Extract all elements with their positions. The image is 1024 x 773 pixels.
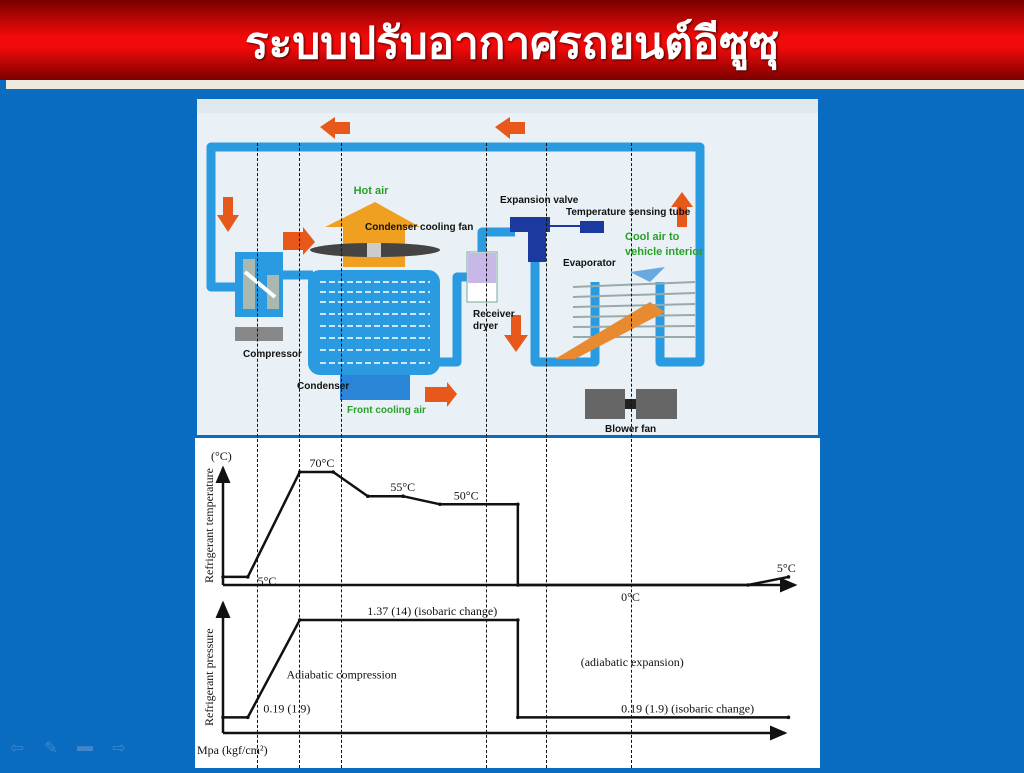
sensing-tube-label: Temperature sensing tube bbox=[566, 207, 691, 218]
blower-fan-icon bbox=[585, 389, 677, 419]
compressor-label: Compressor bbox=[243, 349, 302, 360]
data-point bbox=[246, 575, 250, 579]
stage-divider bbox=[630, 143, 632, 768]
expansion-valve-label: Expansion valve bbox=[500, 195, 579, 206]
data-label: 5°C bbox=[258, 574, 277, 588]
pressure-ylabel: Refrigerant pressure bbox=[202, 628, 216, 726]
cool-air-label-1: Cool air to bbox=[625, 231, 680, 243]
refrigerant-state-charts: Refrigerant temperature (°C) Refrigerant… bbox=[195, 438, 820, 768]
stage-divider bbox=[486, 143, 488, 768]
slide-navigation: ⇦ ✎ ▬ ⇨ bbox=[8, 738, 128, 758]
data-point bbox=[331, 470, 336, 474]
data-label: 0.19 (1.9) (isobaric change) bbox=[621, 701, 754, 715]
stage-divider bbox=[546, 143, 548, 768]
pressure-yunit: Mpa (kgf/cm²) bbox=[197, 743, 268, 757]
temperature-axes: Refrigerant temperature (°C) bbox=[202, 449, 798, 593]
data-label: 0°C bbox=[621, 590, 640, 604]
next-arrow-icon[interactable]: ⇨ bbox=[112, 740, 126, 757]
evaporator-label: Evaporator bbox=[563, 258, 616, 269]
data-point bbox=[516, 502, 520, 507]
data-point bbox=[516, 618, 520, 622]
header-divider bbox=[4, 80, 1024, 89]
condenser-label: Condenser bbox=[297, 381, 349, 392]
blower-fan-label: Blower fan bbox=[605, 424, 656, 435]
stage-divider bbox=[299, 143, 301, 768]
data-label: 70°C bbox=[310, 456, 335, 470]
stage-divider bbox=[257, 143, 259, 768]
cool-air-label-2: vehicle interior bbox=[625, 246, 704, 258]
data-point bbox=[746, 583, 750, 587]
title-bar: ระบบปรับอากาศรถยนต์อีซูซุ bbox=[0, 0, 1024, 80]
data-label: 1.37 (14) (isobaric change) bbox=[367, 604, 497, 618]
temp-ylabel: Refrigerant temperature bbox=[202, 468, 216, 583]
data-point bbox=[516, 715, 520, 720]
data-point bbox=[438, 502, 442, 507]
pen-icon[interactable]: ✎ bbox=[44, 740, 58, 757]
expansion-valve-icon bbox=[510, 217, 604, 262]
data-label: 0.19 (1.9) bbox=[263, 701, 310, 715]
receiver-label: Receiver bbox=[473, 309, 515, 320]
stage-divider bbox=[341, 143, 343, 768]
data-label: 50°C bbox=[454, 488, 479, 502]
ac-system-diagram: Hot air Condenser cooling fan Compressor… bbox=[195, 97, 820, 437]
data-label: (adiabatic expansion) bbox=[581, 655, 684, 669]
temp-yunit: (°C) bbox=[211, 449, 232, 463]
data-label: 5°C bbox=[777, 561, 796, 575]
condenser-icon bbox=[308, 270, 440, 400]
data-point bbox=[401, 494, 405, 499]
hot-air-label: Hot air bbox=[354, 185, 390, 197]
previous-arrow-icon[interactable]: ⇦ bbox=[10, 740, 24, 757]
condenser-fan-label: Condenser cooling fan bbox=[365, 222, 473, 233]
data-point bbox=[516, 583, 520, 587]
slide-title: ระบบปรับอากาศรถยนต์อีซูซุ bbox=[245, 18, 779, 69]
menu-icon[interactable]: ▬ bbox=[77, 738, 93, 755]
flow-arrow bbox=[217, 117, 693, 407]
evaporator-icon bbox=[555, 267, 696, 359]
divider-accent bbox=[0, 80, 6, 92]
receiver-dryer-icon bbox=[466, 251, 498, 303]
dryer-label: dryer bbox=[473, 321, 498, 332]
data-point bbox=[221, 715, 225, 720]
pressure-axes: Refrigerant pressure Mpa (kgf/cm²) bbox=[197, 600, 788, 757]
front-cooling-air-label: Front cooling air bbox=[347, 405, 426, 416]
data-point bbox=[366, 494, 370, 499]
data-point bbox=[221, 575, 225, 579]
pressure-series-line bbox=[223, 618, 789, 719]
compressor-icon bbox=[235, 252, 283, 341]
data-label: 55°C bbox=[390, 480, 415, 494]
temperature-series-line bbox=[223, 470, 789, 587]
data-point bbox=[786, 715, 791, 720]
data-point bbox=[246, 715, 250, 720]
data-point bbox=[786, 575, 791, 579]
